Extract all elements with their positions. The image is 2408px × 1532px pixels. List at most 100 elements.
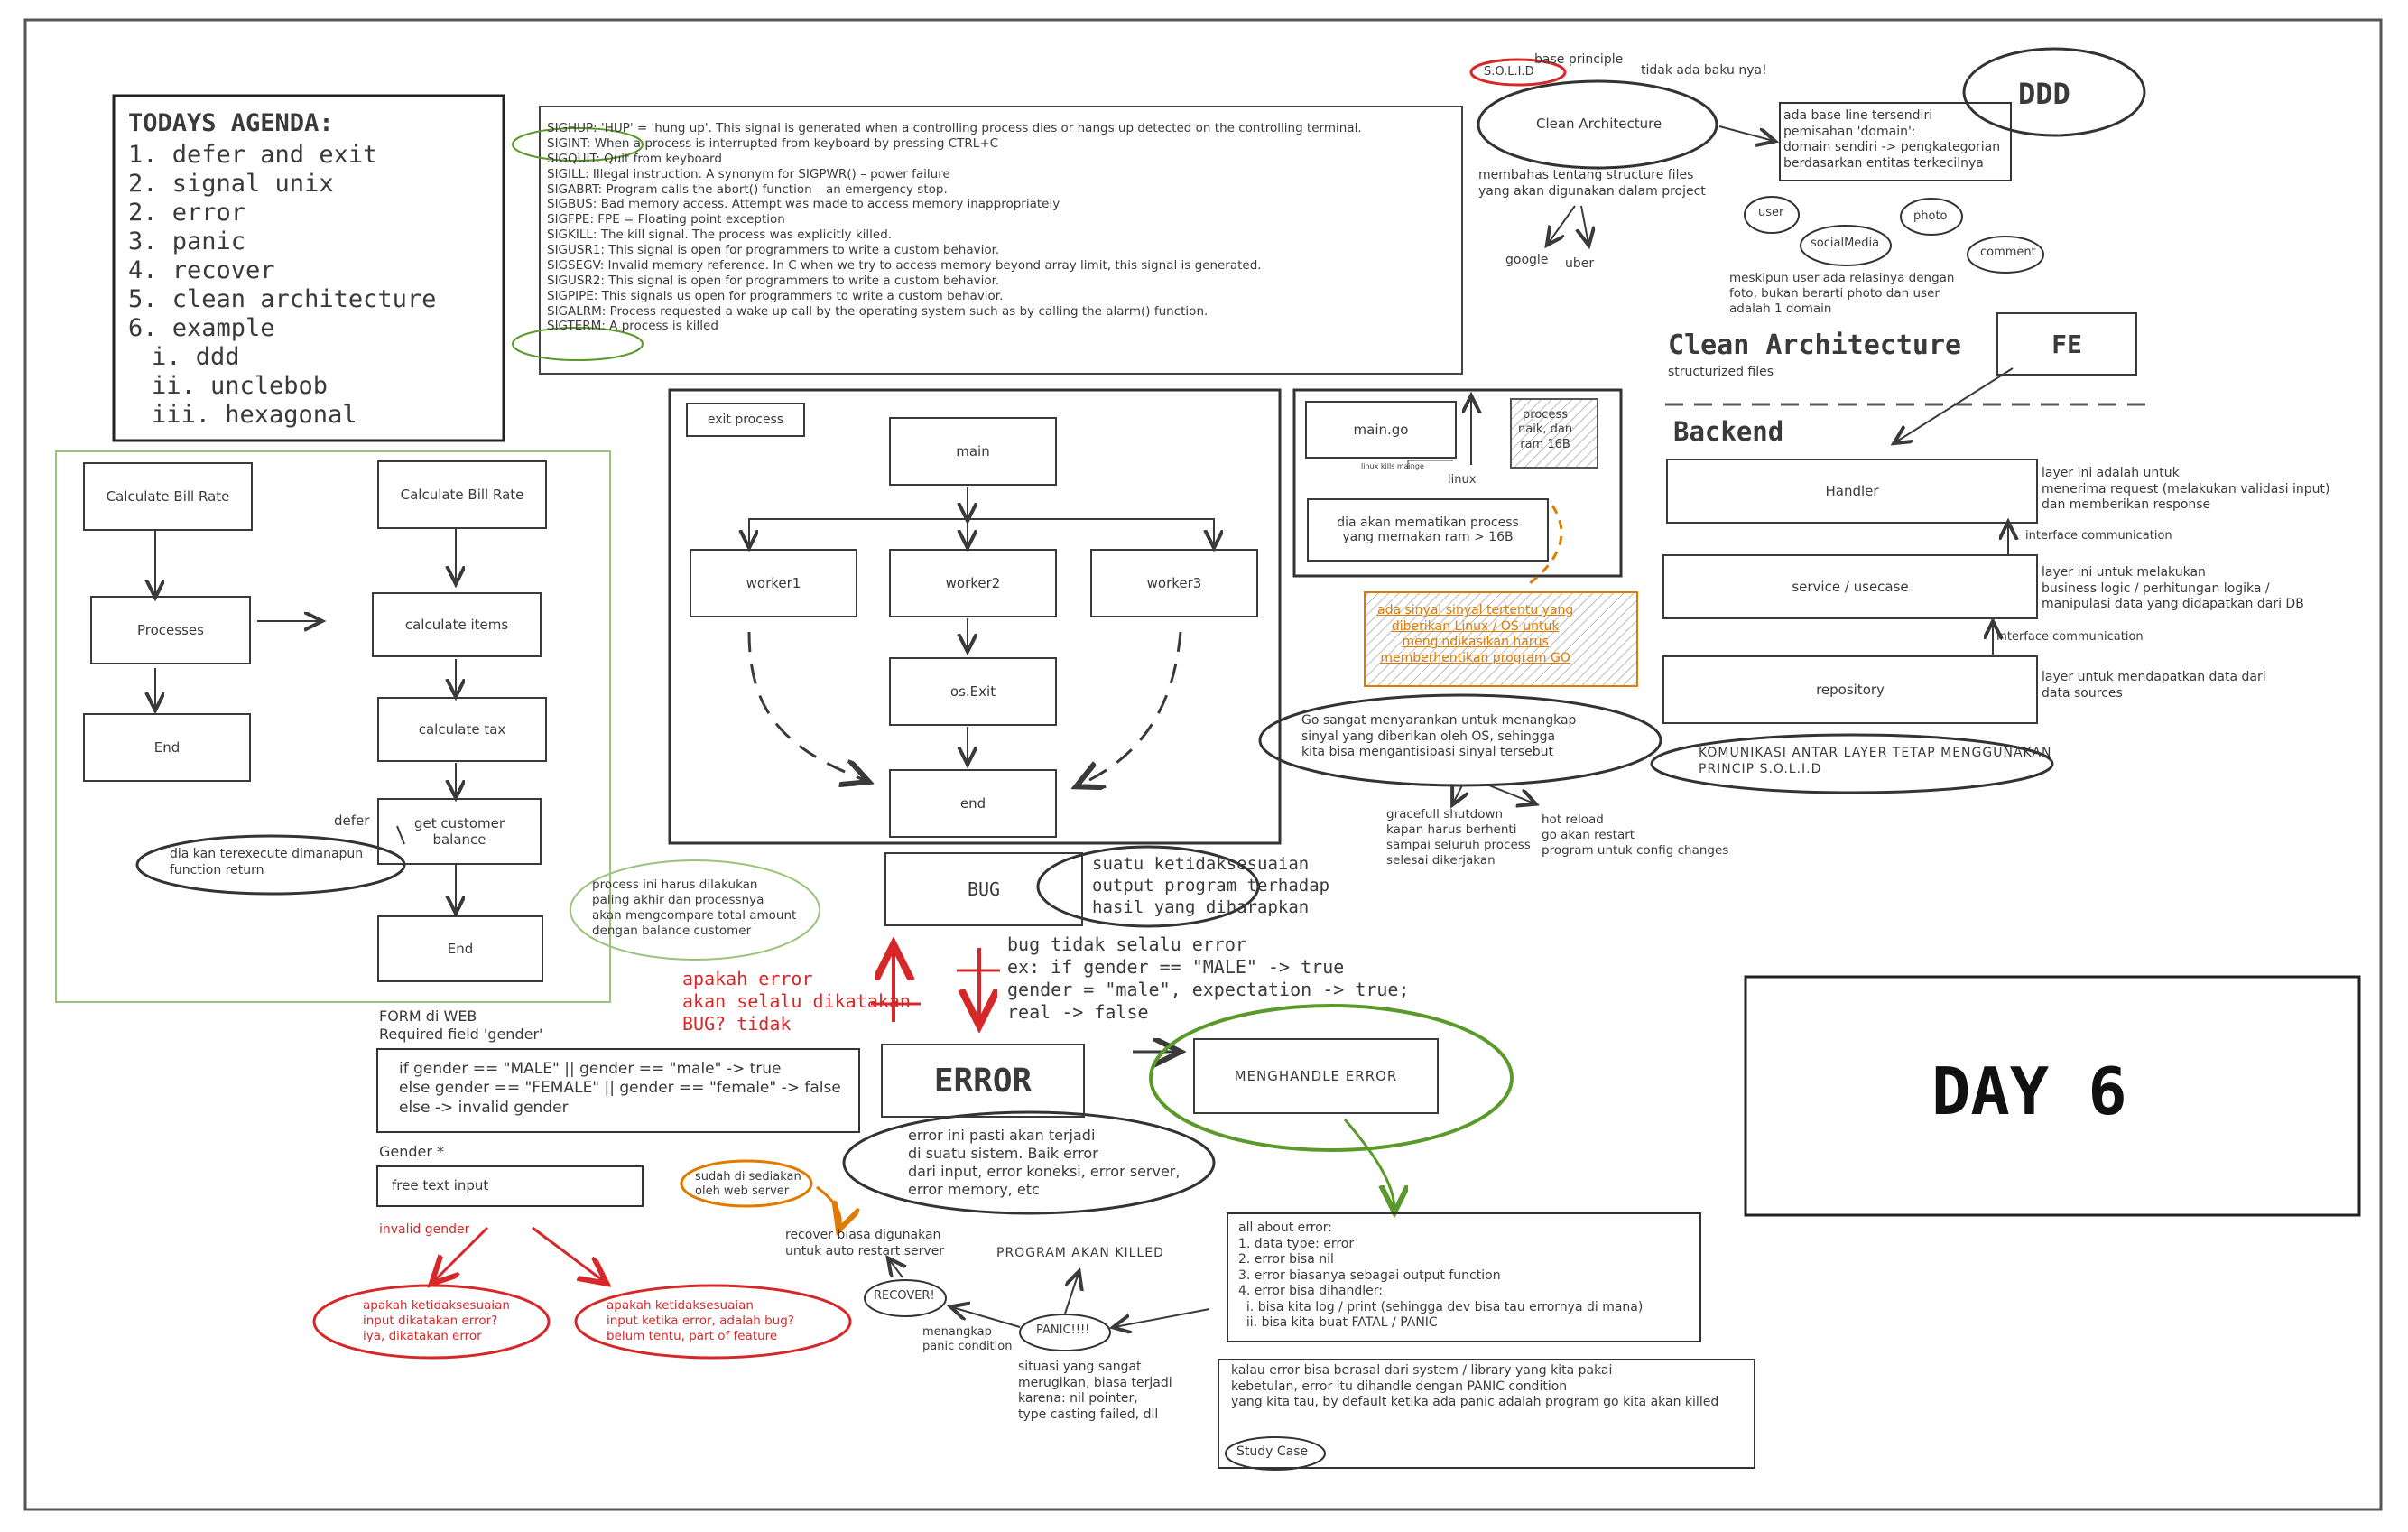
menangkap-note: menangkap panic condition — [922, 1325, 1013, 1354]
error-note: error ini pasti akan terjadi di suatu si… — [908, 1127, 1181, 1198]
user-label: user — [1758, 206, 1784, 219]
form-note: FORM di WEB Required field 'gender' — [379, 1007, 543, 1043]
agenda-item: 3. panic — [128, 227, 246, 255]
process-hatch — [1510, 398, 1598, 469]
exit-node-worker3: worker3 — [1090, 549, 1258, 617]
service-layer: service / usecase — [1662, 554, 2038, 619]
exit-node-main: main — [889, 417, 1057, 486]
gender-code: if gender == "MALE" || gender == "male" … — [399, 1060, 841, 1117]
defer-section-frame — [55, 450, 611, 1003]
ddd-note: ada base line tersendiri pemisahan 'doma… — [1783, 108, 2001, 171]
user-ellipse — [1744, 196, 1800, 234]
meskipun-note: meskipun user ada relasinya dengan foto,… — [1729, 271, 1955, 316]
ddd-ellipse — [1962, 47, 2146, 137]
signal-line: SIGHUP: 'HUP' = 'hung up'. This signal i… — [547, 121, 1362, 135]
reload-note: hot reload go akan restart program untuk… — [1542, 812, 1729, 858]
invalid-gender-label: invalid gender — [379, 1222, 470, 1237]
error-note-ellipse — [842, 1110, 1216, 1215]
all-about-error-note: all about error: 1. data type: error 2. … — [1238, 1221, 1644, 1330]
flow-node-calc-items: calculate items — [372, 592, 542, 657]
freetext-box — [376, 1165, 644, 1207]
bug-def-ellipse — [1036, 845, 1260, 928]
interface-label: interface communication — [1996, 630, 2144, 644]
flow-node-calc-bill-left: Calculate Bill Rate — [83, 462, 253, 531]
orange-note-box — [1364, 591, 1638, 687]
recover-note: recover biasa digunakan untuk auto resta… — [785, 1228, 945, 1258]
ddd-note-box — [1779, 102, 2012, 181]
handler-layer: Handler — [1666, 459, 2038, 524]
uber-label: uber — [1565, 256, 1595, 271]
kalau-box — [1218, 1359, 1755, 1469]
flow-node-processes: Processes — [90, 596, 251, 664]
flow-node-calc-bill-right: Calculate Bill Rate — [377, 460, 547, 529]
process-note-ellipse — [570, 859, 820, 961]
signal-line: SIGBUS: Bad memory access. Attempt was m… — [547, 197, 1060, 212]
flow-node-end-left: End — [83, 713, 251, 782]
code-box — [376, 1048, 860, 1133]
ddd-label: DDD — [2018, 77, 2070, 111]
bug-definition: suatu ketidaksesuaian output program ter… — [1092, 854, 1330, 917]
exit-node-end: end — [889, 769, 1057, 838]
flow-node-customer-balance: get customer balance — [377, 798, 542, 865]
day-title: DAY 6 — [1931, 1054, 2127, 1129]
signal-line: SIGUSR1: This signal is open for program… — [547, 243, 1000, 257]
agenda-item: 6. example — [128, 314, 275, 342]
signal-line: SIGFPE: FPE = Floating point exception — [547, 212, 785, 227]
apakah-error-note: apakah error akan selalu dikatakan BUG? … — [682, 968, 911, 1035]
agenda-item: 2. error — [128, 199, 246, 227]
signal-line: SIGKILL: The kill signal. The process wa… — [547, 227, 893, 243]
service-note: layer ini untuk melakukan business logic… — [2042, 565, 2304, 611]
agenda-item: 5. clean architecture — [128, 285, 437, 313]
clean-arch-label: Clean Architecture — [1536, 116, 1662, 132]
agenda-box — [112, 94, 505, 442]
exit-node-osexit: os.Exit — [889, 657, 1057, 726]
flow-node-calc-tax: calculate tax — [377, 697, 547, 762]
signal-line: SIGPIPE: This signals us open for progra… — [547, 288, 1004, 303]
sudah-note: sudah di sediakan oleh web server — [695, 1170, 801, 1199]
agenda-item: iii. hexagonal — [152, 401, 357, 429]
q2-note: apakah ketidaksesuaian input ketika erro… — [607, 1298, 794, 1343]
error-box: ERROR — [881, 1044, 1085, 1118]
defer-note-ellipse — [135, 834, 406, 896]
base-principle-label: base principle — [1534, 52, 1624, 67]
solid-ellipse — [1469, 58, 1567, 87]
signal-line: SIGINT: When a process is interrupted fr… — [547, 135, 999, 151]
signal-node-process: process naik, dan ram 16B — [1518, 408, 1573, 451]
interface-label: interface communication — [2025, 529, 2172, 543]
tidak-baku-label: tidak ada baku nya! — [1641, 63, 1767, 78]
bug-not-error: bug tidak selalu error ex: if gender == … — [1007, 933, 1410, 1023]
signal-linux-label: linux — [1448, 473, 1477, 487]
repository-layer: repository — [1662, 655, 2038, 724]
solid-label: S.O.L.I.D — [1484, 65, 1534, 79]
q1-note: apakah ketidaksesuaian input dikatakan e… — [363, 1298, 510, 1343]
social-ellipse — [1800, 225, 1892, 266]
agenda-item: i. ddd — [152, 343, 240, 371]
exit-node-worker2: worker2 — [889, 549, 1057, 617]
agenda-item: 1. defer and exit — [128, 141, 378, 169]
google-label: google — [1505, 253, 1549, 267]
outer-frame — [23, 18, 2383, 1511]
agenda-item: ii. unclebob — [152, 372, 329, 400]
agenda-title: TODAYS AGENDA: — [128, 109, 334, 137]
program-killed-label: PROGRAM AKAN KILLED — [996, 1246, 1164, 1260]
signal-line: SIGQUIT: Quit from keyboard — [547, 151, 722, 166]
comment-label: comment — [1980, 246, 2036, 259]
komunikasi-ellipse — [1650, 733, 2054, 794]
handle-ellipse — [1149, 1004, 1514, 1152]
gender-label: Gender * — [379, 1143, 445, 1160]
clean-arch-ellipse — [1477, 79, 1718, 170]
agenda-item: 4. recover — [128, 256, 275, 284]
signals-box — [539, 106, 1463, 375]
flow-node-end-right: End — [377, 915, 543, 982]
komunikasi-note: KOMUNIKASI ANTAR LAYER TETAP MENGGUNAKAN… — [1699, 746, 2052, 776]
structurized-label: structurized files — [1668, 365, 1774, 379]
handle-error-box: MENGHANDLE ERROR — [1193, 1038, 1439, 1114]
signal-line: SIGUSR2: This signal is open for program… — [547, 273, 1000, 288]
panic-label: PANIC!!!! — [1036, 1323, 1090, 1337]
all-about-box — [1227, 1212, 1701, 1342]
signal-line: SIGILL: Illegal instruction. A synonym f… — [547, 166, 950, 181]
exit-section-frame — [668, 388, 1282, 845]
sudah-ellipse — [680, 1159, 813, 1208]
recover-label: RECOVER! — [874, 1289, 935, 1303]
